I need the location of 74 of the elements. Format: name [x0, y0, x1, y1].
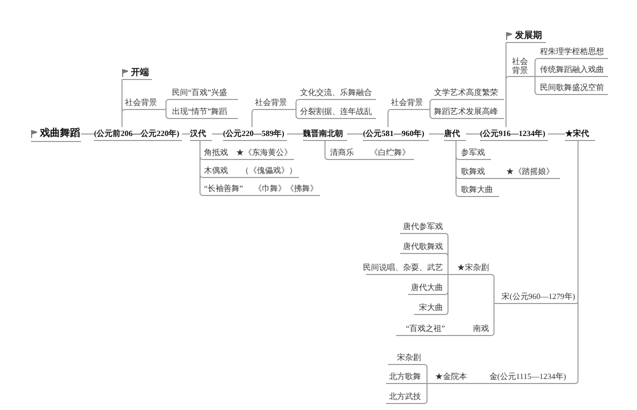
topic-label: 舞蹈艺术发展高峰 [434, 105, 504, 119]
connector-line [422, 383, 432, 404]
topic-label: 程朱理学桎梏思想 [540, 45, 608, 59]
topic-label: 角抵戏 [204, 146, 232, 160]
connector-line [468, 383, 486, 384]
topic-label: 木偶戏 [204, 164, 232, 178]
topic-label: 北方歌舞 [386, 370, 422, 384]
topic-label: ★金院本 [432, 370, 468, 384]
topic-label: 宋杂剧 [388, 351, 422, 365]
connector-line [232, 177, 242, 178]
topic-label: 金(公元1115—1234年) [485, 370, 567, 384]
central-topic [31, 126, 81, 142]
topic-label: 社会背景 [391, 96, 427, 110]
timeline-topic: (公元220—589年) [223, 127, 287, 141]
topic-label: 传统舞蹈融入戏曲 [540, 63, 608, 77]
topic-label: 社会背景 [509, 56, 531, 77]
topic-text: 戏曲舞蹈 [40, 128, 80, 138]
stage-heading [506, 29, 546, 43]
topic-text: 开端 [131, 68, 149, 77]
connector-line [426, 109, 434, 119]
topic-label: ★宋杂剧 [454, 261, 490, 275]
topic-text: 发展期 [515, 31, 542, 40]
connector-line [358, 159, 370, 160]
connector-line [490, 178, 506, 179]
connector-line [388, 109, 392, 128]
topic-label: ★《东海黄公》 [236, 146, 294, 160]
topic-label: 文学艺术高度繁荣 [434, 86, 504, 100]
topic-label: 《巾舞》《拂舞》 [254, 182, 320, 196]
connector-line [324, 140, 330, 160]
topic-label: 歌舞大曲 [461, 183, 499, 197]
topic-label: 社会背景 [255, 96, 291, 110]
timeline-topic: ★宋代 [565, 127, 595, 141]
connector-line [122, 109, 126, 128]
topic-label: 唐代参军戏 [400, 220, 444, 234]
topic-label: 南戏 [468, 322, 490, 336]
topic-label: “百戏之祖” [396, 322, 446, 336]
topic-label: ★《踏摇娘》 [506, 165, 560, 179]
topic-label: 出现“情节”舞蹈 [172, 105, 238, 119]
timeline-topic: (公元前206—公元220年) [94, 127, 182, 141]
connector-line [290, 109, 300, 119]
topic-label: 《白纻舞》 [370, 146, 414, 160]
topic-label: （《傀儡戏》） [241, 164, 299, 178]
connector-line [252, 109, 256, 128]
timeline-topic: (公元581—960年) [363, 127, 429, 141]
topic-label: 唐代歌舞戏 [400, 240, 444, 254]
topic-label: 社会背景 [125, 96, 161, 110]
topic-label: 宋大曲 [414, 301, 444, 315]
connector-line [426, 99, 434, 110]
connector-line [160, 109, 172, 119]
topic-label: 北方武技 [386, 390, 422, 404]
timeline-topic: (公元916—1234年) [480, 127, 548, 141]
topic-label: 分裂割据、连年战乱 [300, 105, 376, 119]
connector-line [506, 76, 510, 128]
connector-line [444, 274, 454, 315]
topic-label: 清商乐 [330, 146, 358, 160]
timeline-topic: 魏晋南北朝 [303, 127, 347, 141]
topic-label: “长袖善舞” [204, 182, 250, 196]
topic-label: 歌舞戏 [461, 165, 491, 179]
connector-line [446, 335, 468, 336]
topic-label: 唐代大曲 [408, 281, 444, 295]
topic-label: 宋(公元960—1279年) [498, 290, 576, 304]
connector-line [456, 140, 462, 197]
connector-line [530, 76, 540, 95]
topic-label: 民间歌舞盛况空前 [540, 81, 608, 95]
timeline-topic: 唐代 [444, 127, 466, 141]
topic-label: 参军戏 [461, 146, 491, 160]
timeline-topic: 汉代 [190, 127, 212, 141]
connector-line [250, 195, 254, 196]
connector-line [200, 140, 204, 196]
stage-heading [122, 66, 152, 80]
connector-line [232, 159, 236, 160]
topic-label: 民间说唱、杂耍、武艺 [366, 261, 444, 275]
topic-label: 文化交流、乐舞融合 [300, 86, 376, 100]
topic-label: 民间“百戏”兴盛 [172, 86, 238, 100]
